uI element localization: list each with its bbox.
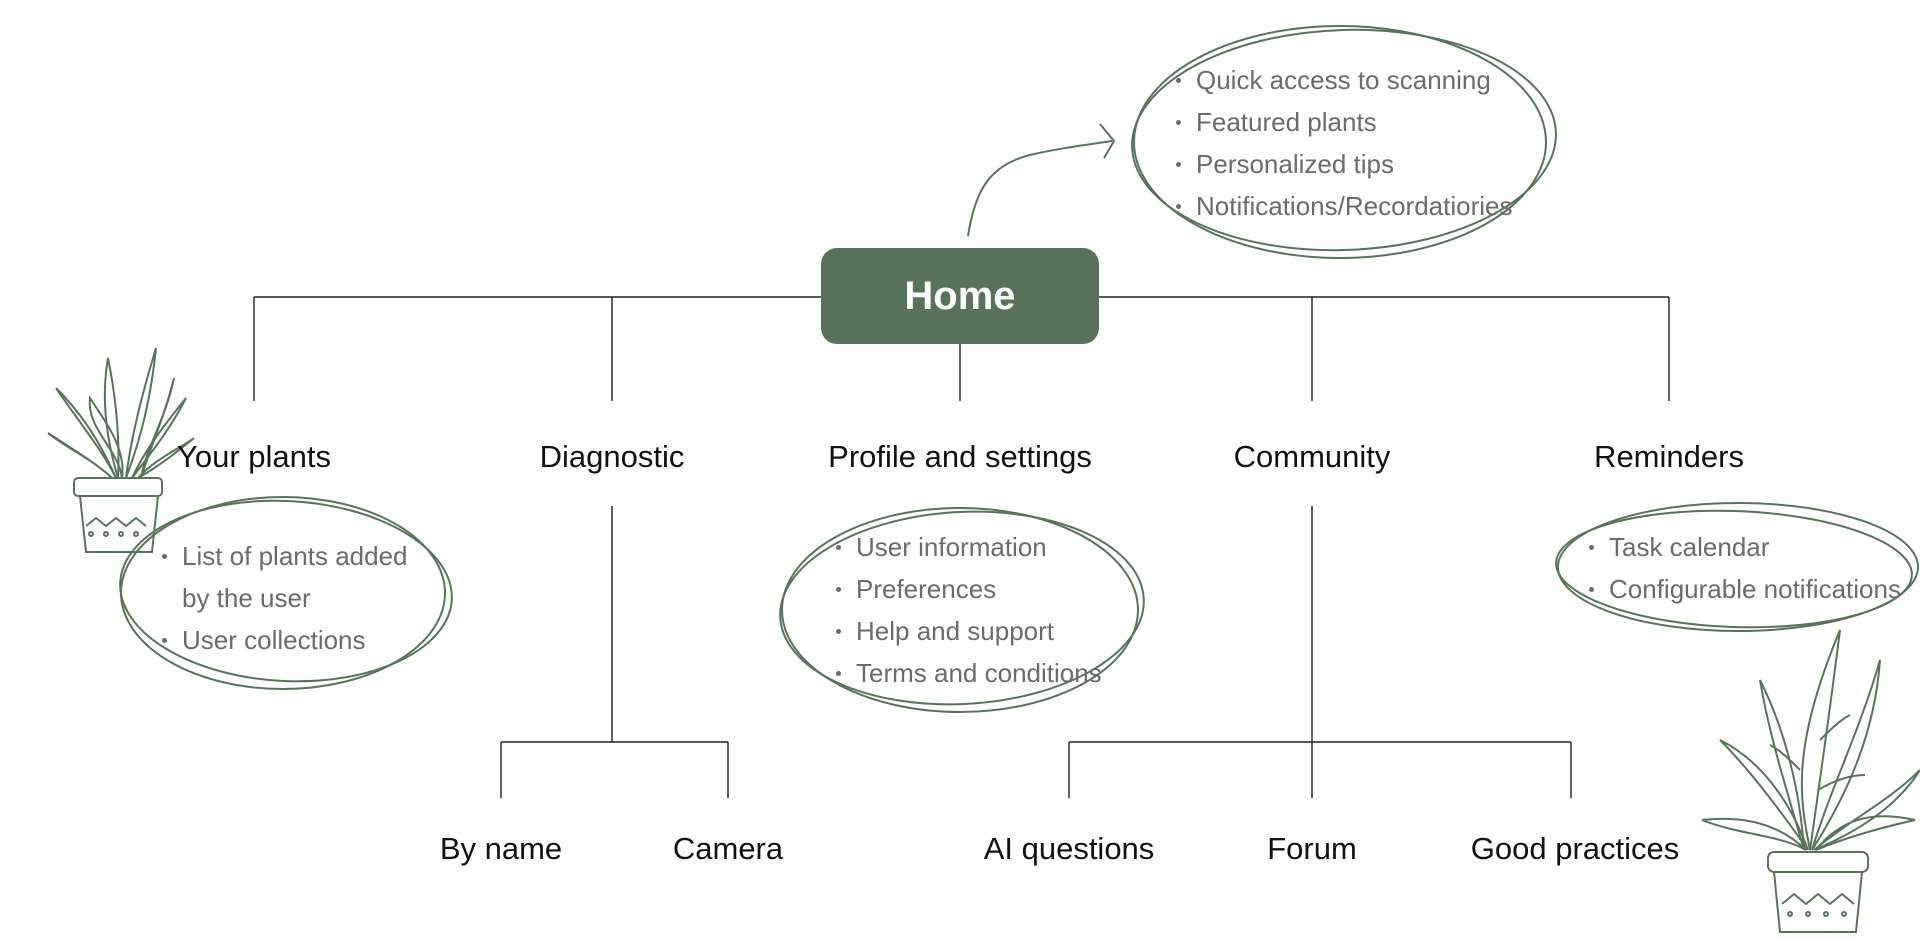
potted-plant-icon [47, 347, 195, 553]
by-name-node: By name [439, 831, 563, 866]
highlight-scribble [1131, 25, 1557, 259]
list-item: Help and support [832, 610, 1102, 652]
reminders-node: Reminders [1594, 439, 1744, 474]
list-item: User collections [158, 619, 418, 661]
highlight-scribble [1555, 502, 1919, 632]
list-item: Notifications/Recordatiories [1172, 185, 1512, 227]
highlight-scribble [119, 496, 453, 690]
highlight-scribble [779, 507, 1145, 713]
good-practices-node: Good practices [1470, 831, 1680, 866]
your-plants-list: List of plants added by the user User co… [158, 535, 418, 661]
list-item: Task calendar [1585, 526, 1901, 568]
list-item: Terms and conditions [832, 652, 1102, 694]
profile-list: User information Preferences Help and su… [832, 526, 1102, 694]
forum-node: Forum [1267, 831, 1357, 866]
list-item: Quick access to scanning [1172, 59, 1512, 101]
potted-plant-icon [1701, 629, 1920, 933]
your-plants-node: Your plants [177, 439, 331, 474]
reminders-list: Task calendar Configurable notifications [1585, 526, 1901, 610]
community-node: Community [1233, 439, 1391, 474]
profile-node: Profile and settings [828, 439, 1092, 474]
list-item: Personalized tips [1172, 143, 1512, 185]
list-item: List of plants added by the user [158, 535, 418, 619]
home-features-list: Quick access to scanning Featured plants… [1172, 59, 1512, 227]
camera-node: Camera [672, 831, 784, 866]
list-item: Preferences [832, 568, 1102, 610]
ai-questions-node: AI questions [983, 831, 1155, 866]
home-node: Home [821, 248, 1099, 344]
diagnostic-node: Diagnostic [539, 439, 685, 474]
home-label: Home [904, 273, 1016, 318]
list-item: User information [832, 526, 1102, 568]
list-item: Featured plants [1172, 101, 1512, 143]
list-item: Configurable notifications [1585, 568, 1901, 610]
